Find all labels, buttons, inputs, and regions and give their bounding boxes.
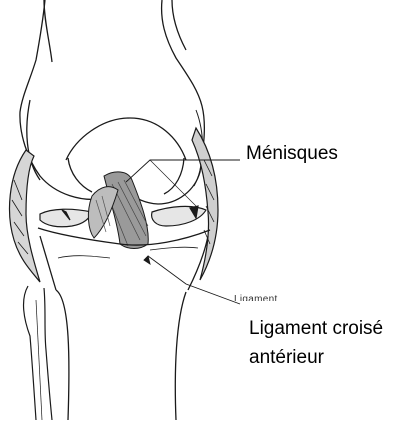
fibula <box>24 286 52 420</box>
cruciate-ligaments <box>88 172 148 249</box>
tibia <box>38 228 210 420</box>
anterior-cruciate-label-line2: antérieur <box>249 347 324 369</box>
ligament-leader-line <box>148 256 240 304</box>
menisques-label: Ménisques <box>246 143 338 165</box>
anterior-cruciate-label-line1: Ligament croisé <box>249 318 383 340</box>
ligament-small-label: Ligament <box>234 294 278 301</box>
